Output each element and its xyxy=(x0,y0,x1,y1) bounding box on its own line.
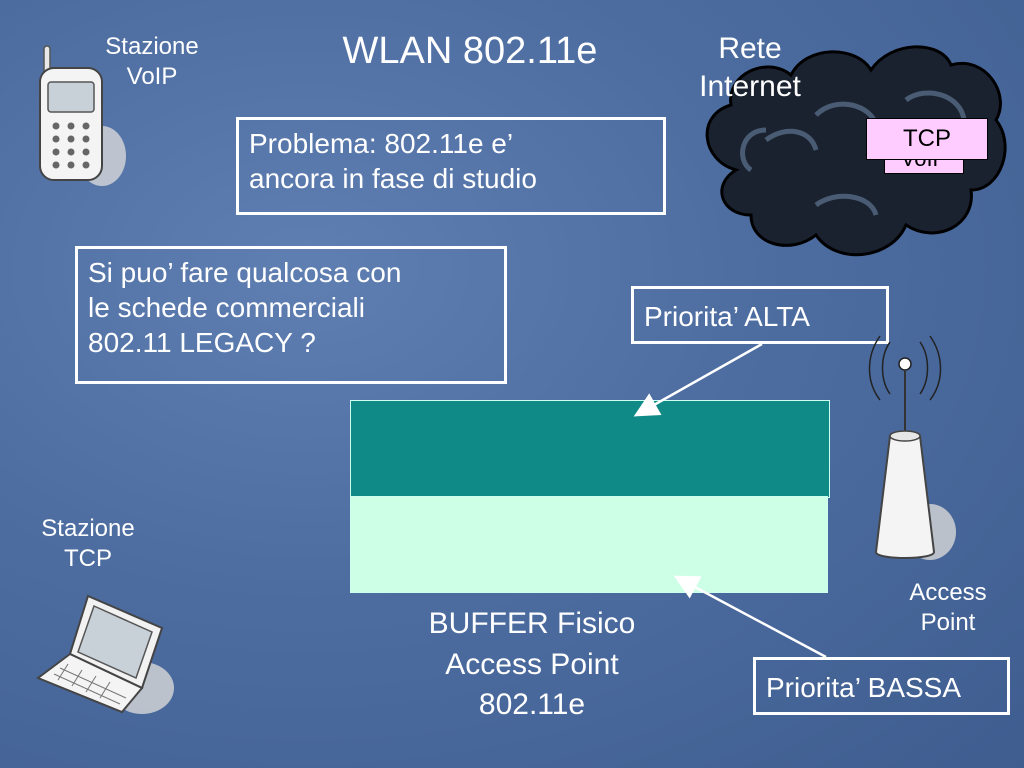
low-priority-queue xyxy=(350,496,828,593)
cloud-icon xyxy=(705,45,1007,257)
problem-box: Problema: 802.11e e’ ancora in fase di s… xyxy=(236,117,666,215)
high-priority-queue xyxy=(350,400,830,498)
access-point-icon xyxy=(868,335,956,560)
access-point-label: Access Point xyxy=(909,579,987,636)
buffer-label: BUFFER Fisico Access Point 802.11e xyxy=(428,607,636,721)
tcp-station-label: Stazione TCP xyxy=(41,515,135,572)
laptop-icon xyxy=(35,594,174,714)
question-box: Si puo’ fare qualcosa con le schede comm… xyxy=(75,246,507,384)
internet-label: Rete Internet xyxy=(699,32,801,103)
tcp-tag: TCP xyxy=(866,118,988,160)
low-priority-box: Priorita’ BASSA xyxy=(753,657,1010,715)
voip-station-label: Stazione VoIP xyxy=(105,33,199,90)
high-priority-box: Priorita’ ALTA xyxy=(631,286,889,344)
phone-icon xyxy=(39,45,126,186)
page-title: WLAN 802.11e xyxy=(342,30,598,72)
